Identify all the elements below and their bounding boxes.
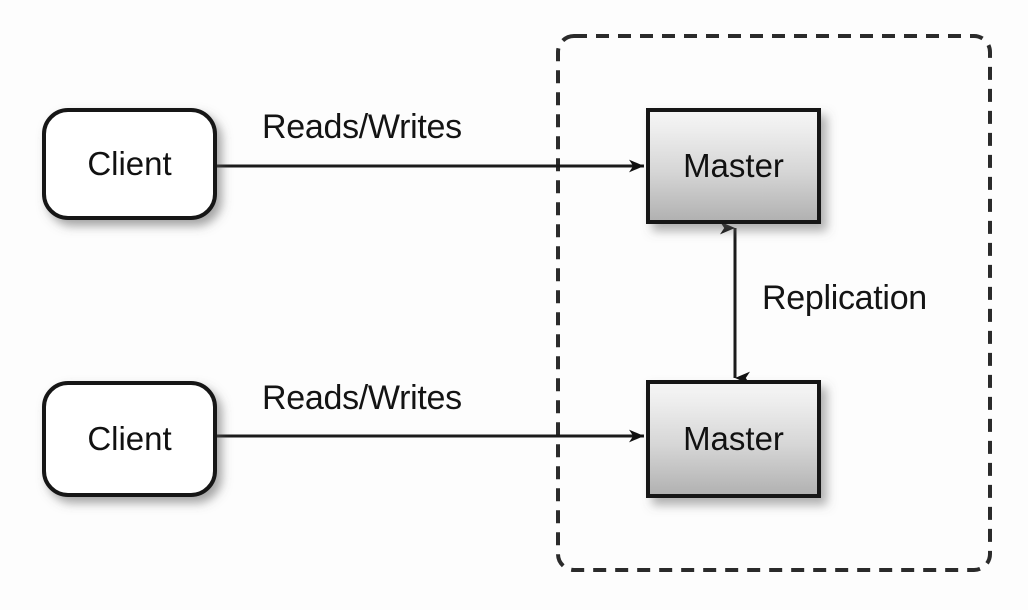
replication-cluster-boundary xyxy=(556,34,992,572)
node-master-bottom[interactable] xyxy=(646,380,821,498)
edge-label-reads-writes-top: Reads/Writes xyxy=(262,108,462,146)
edge-label-replication: Replication xyxy=(762,279,927,317)
node-master-top[interactable] xyxy=(646,108,821,224)
node-client-bottom[interactable] xyxy=(42,381,217,497)
node-client-top[interactable] xyxy=(42,108,217,220)
edge-label-reads-writes-bottom: Reads/Writes xyxy=(262,379,462,417)
